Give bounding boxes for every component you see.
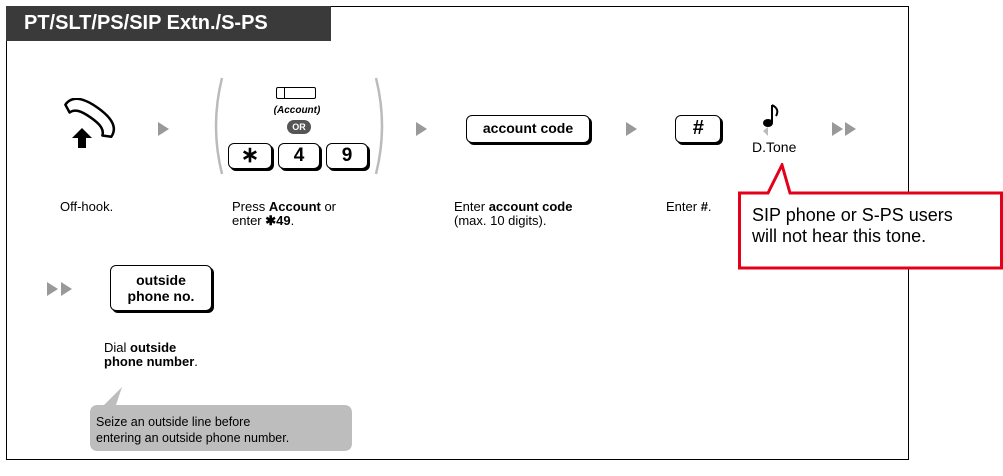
flow-arrow — [158, 122, 169, 136]
account-button-icon — [276, 87, 316, 99]
flow-arrow — [845, 122, 856, 136]
option-brackets — [214, 77, 384, 175]
or-badge: OR — [287, 120, 311, 134]
page-title: PT/SLT/PS/SIP Extn./S-PS — [6, 6, 331, 41]
tone-callout — [738, 163, 1003, 270]
flow-arrow — [416, 122, 427, 136]
nine-key[interactable]: 9 — [326, 143, 368, 169]
star-key[interactable]: ∗ — [228, 143, 272, 169]
flow-arrow — [61, 282, 72, 296]
dial-tone-icon — [763, 104, 779, 136]
dial-tone-label: D.Tone — [752, 139, 797, 155]
off-hook-label: Off-hook. — [60, 199, 114, 214]
account-caption: (Account) — [273, 105, 321, 116]
flow-arrow — [626, 122, 637, 136]
enter-hash-label: Enter #. — [666, 199, 712, 214]
hash-key[interactable]: # — [675, 115, 721, 143]
flow-arrow — [832, 122, 843, 136]
press-account-label: Press Account or enter ✱49. — [232, 199, 337, 228]
note-bubble — [90, 387, 352, 451]
account-code-key[interactable]: account code — [466, 115, 590, 143]
four-key[interactable]: 4 — [278, 143, 320, 169]
enter-account-code-label: Enter account code (max. 10 digits). — [454, 199, 573, 228]
off-hook-handset-icon — [64, 98, 116, 148]
flow-arrow — [47, 282, 58, 296]
dial-outside-label: Dial outside phone number. — [104, 340, 198, 369]
